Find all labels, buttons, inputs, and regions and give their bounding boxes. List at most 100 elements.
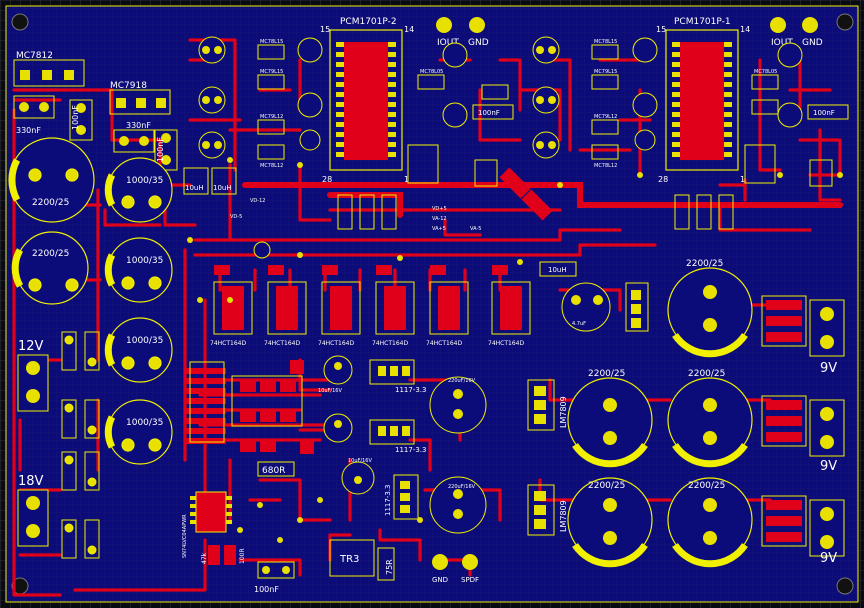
label-100nf-c: 100nF [478,109,500,117]
sr-5: 74HCT164D [426,281,469,347]
label-100nf-a: 100nF [71,105,80,130]
cap-100nf-a: 100nF [69,99,93,141]
label-vd+5: VD+5 [432,206,447,212]
resistor-75r: 75R [377,547,395,581]
ldo-regulators: 1117-3.3 1117-3.3 1117-3.3 [369,359,426,520]
regulator-mc7918: MC7918 [109,81,171,115]
resistor-680r: 680R [257,461,295,477]
resistors-bottom: 47k 100R [201,545,246,565]
output-dac2: IOUT GND [436,17,489,48]
output-dac1: IOUT GND [770,17,823,48]
label-100nf-e: 100nF [254,585,279,594]
supply-labels: VD+5 VD-5 VA+5 VA-5 VD-12 VA-12 [230,198,481,232]
label-sr-5: 74HCT164D [426,340,462,347]
label-mc78l05-a: MC78L05 [754,69,777,75]
electrolytic-caps-left [8,137,173,465]
dac1-pin-28: 28 [658,175,668,184]
label-220uf-b: 220uF/16V [448,484,476,490]
label-mc79l12-b: MC79L12 [594,114,617,120]
label-100r: 100R [239,548,246,564]
label-mc79l12-a: MC79L12 [260,114,283,120]
terminal-12v: 12V [17,339,49,412]
label-spdif-gnd: GND [432,576,448,584]
label-mc78l15-a: MC78L15 [260,39,283,45]
cap-labels-right: 2200/25 2200/25 2200/25 2200/25 2200/25 [588,259,725,491]
label-18v: 18V [18,474,44,489]
label-9v-b: 9V [820,459,837,474]
dac2-pin-14: 14 [404,25,414,34]
label-mc79l15-a: MC79L15 [260,69,283,75]
regulator-mc7812: MC7812 [13,51,85,87]
label-cap-c5: 1000/35 [126,336,163,346]
terminals-9v: 9V 9V 9V [809,299,845,566]
label-330nf-a: 330nF [16,126,41,135]
label-cap-r1: 2200/25 [686,259,723,269]
inductors-10uh: 10uH 10uH [183,167,237,195]
dac-pcm1701p-1: PCM1701P-1 15 14 28 1 [656,17,750,184]
label-mc79l15-b: MC79L15 [594,69,617,75]
dac1-pin-15: 15 [656,25,666,34]
label-12v: 12V [18,339,44,354]
label-spdif: SPDF [461,576,479,584]
label-4.7uf: 4.7uF [572,321,586,327]
label-va-12: VA-12 [432,216,447,222]
label-sr-1: 74HCT164D [210,340,246,347]
label-cap-c2: 2200/25 [32,249,69,259]
spdif-input: GND SPDF [432,554,479,584]
cap-47uf: 4.7uF [561,282,611,332]
smd-block [186,360,314,454]
inductor-sr: 10uH [539,261,577,277]
label-sr-6: 74HCT164D [488,340,524,347]
label-sr-4: 74HCT164D [372,340,408,347]
label-sn74lvc04: SN74LVC04APWR [182,514,188,558]
cap-labels-left: 2200/25 2200/25 1000/35 1000/35 1000/35 … [32,176,163,428]
sr-2: 74HCT164D [264,281,307,347]
tilted-caps [499,167,553,221]
label-10uh-a: 10uH [185,184,204,192]
shift-register-row: 74HCT164D 74HCT164D 74HCT164D 74HCT164D … [210,265,531,347]
cap-330nf-b: 330nF [113,121,155,153]
dac2-pin-15: 15 [320,25,330,34]
label-9v-a: 9V [820,361,837,376]
terminal-18v: 18V [17,474,49,547]
dac1-pin-1: 1 [740,175,745,184]
label-10uh-b: 10uH [213,184,232,192]
cap-arcs-right [572,332,748,568]
label-100nf-d: 100nF [813,109,835,117]
label-gnd-2: GND [468,38,489,48]
sr-3: 74HCT164D [318,281,361,347]
label-gnd-1: GND [802,38,823,48]
label-mc78l12-a: MC78L12 [260,163,283,169]
label-680r: 680R [262,466,285,476]
label-tr3: TR3 [339,554,359,565]
label-10uf-b: 10uF/16V [348,458,372,464]
sr-4: 74HCT164D [372,281,415,347]
receiver-chip: SN74LVC04APWR [182,491,232,558]
small-regulators [257,44,779,160]
label-100nf-b: 100nF [156,137,165,162]
label-va+5: VA+5 [432,226,446,232]
caps-center-pads [334,362,463,519]
label-10uf-a: 10uF/16V [318,388,342,394]
bridges-right [761,295,807,547]
label-cap-r3: 2200/25 [688,369,725,379]
label-mc7812: MC7812 [16,51,53,61]
small-cap-pads [202,46,556,149]
transformer-tr3: TR3 [329,539,375,577]
label-cap-r4: 2200/25 [588,481,625,491]
label-75r: 75R [385,559,394,575]
label-cap-c1: 2200/25 [32,198,69,208]
dac-pcm1701p-2: PCM1701P-2 15 14 28 1 [320,17,414,184]
cap-100nf-bottom: 100nF [254,561,295,594]
label-cap-r5: 2200/25 [688,481,725,491]
label-10uh-c: 10uH [548,266,567,274]
label-ldo-c: 1117-3.3 [384,485,392,516]
lm7809-regulators: LM7809 LM7809 [527,379,568,536]
vias [187,157,843,543]
smd-block-outline [189,361,303,443]
label-lm7809-a: LM7809 [559,396,568,428]
label-cap-c3: 1000/35 [126,176,163,186]
sr-1: 74HCT164D [210,281,253,347]
label-vd-5: VD-5 [230,214,242,220]
